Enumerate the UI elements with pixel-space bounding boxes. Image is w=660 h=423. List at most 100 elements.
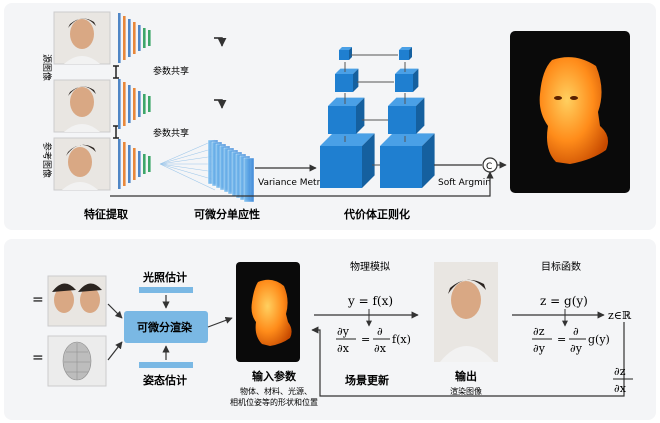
cube-front (320, 146, 362, 188)
skip-feedback-line (110, 171, 494, 197)
differentiable-render-label: 可微分渲染 (137, 320, 193, 334)
reference-image-label: 参考图像 (41, 142, 53, 178)
formula-eq-2: = (557, 333, 566, 346)
feedback-loop (311, 322, 625, 397)
feature-bar (118, 139, 121, 189)
formula-dx: ∂x (337, 342, 350, 355)
cube-front (399, 50, 409, 60)
formula-dy-2: ∂y (533, 342, 546, 355)
formula-dz-2: ∂z (614, 365, 626, 378)
formula-partial: ∂ (377, 325, 383, 338)
variance-metric-label: Variance Metric (258, 178, 328, 188)
cube-side (362, 133, 375, 188)
feature-bar (123, 16, 126, 60)
feature-bar (148, 156, 151, 172)
input-params-label: 输入参数 (252, 369, 297, 383)
stage-label-feature: 特征提取 (84, 207, 128, 221)
cube-front (380, 146, 422, 188)
share-label-1: 参数共享 (153, 65, 189, 77)
formula-partial-2: ∂ (573, 325, 579, 338)
cost-volume-slices (207, 139, 255, 203)
unet-skip-lines (344, 54, 406, 166)
cube-front (328, 106, 356, 134)
feature-bar (128, 19, 131, 57)
differentiable-render-box (124, 311, 208, 343)
cube-front (335, 74, 353, 92)
face-image-1 (53, 11, 111, 65)
feature-bar (133, 22, 136, 54)
face-image-3 (53, 137, 111, 191)
feature-bar (138, 91, 141, 117)
share-label-2: 参数共享 (153, 127, 189, 139)
formula-dx-3: ∂x (614, 382, 627, 395)
stage-label-homography: 可微分单应性 (194, 207, 260, 221)
cost-volume-regularization (320, 47, 435, 188)
concat-symbol: C (486, 162, 492, 172)
pose-bar (139, 362, 193, 368)
cube-side (416, 97, 425, 134)
cube-top (388, 97, 425, 106)
lighting-estimation-label: 光照估计 (142, 270, 187, 284)
equal-sign-2: = (32, 350, 44, 366)
feature-bar (123, 142, 126, 186)
homography-fan (159, 139, 216, 191)
input-params-head (236, 262, 300, 362)
formula-y-eq: y = f(x) (347, 294, 393, 308)
cube-side (422, 133, 435, 188)
cube-side (349, 47, 352, 60)
arrow-mesh-to-render (107, 341, 123, 361)
formula-dz: ∂z (533, 325, 545, 338)
feature-bar (133, 88, 136, 120)
formula-fx: f(x) (392, 333, 411, 346)
lighting-bar (139, 287, 193, 293)
connector-1 (113, 65, 119, 79)
cube-top (328, 97, 365, 106)
feature-bar (138, 25, 141, 51)
output-label: 输出 (455, 369, 477, 383)
formula-dx-2: ∂x (374, 342, 387, 355)
physics-label: 物理模拟 (350, 260, 390, 273)
input-params-desc-2: 相机位姿等的形状和位置 (230, 397, 318, 407)
formula-z-eq: z = g(y) (540, 294, 588, 308)
feature-bars (118, 13, 151, 189)
equal-sign-1: = (32, 292, 44, 308)
source-image-label: 源图像 (41, 54, 53, 81)
feature-bar (143, 28, 146, 48)
cube-top (399, 47, 412, 50)
cube-front (339, 50, 349, 60)
arrow-face-to-render (107, 303, 123, 319)
cube-top (335, 68, 359, 74)
mesh-face-image (47, 335, 107, 387)
formula-dy: ∂y (337, 325, 350, 338)
feature-bar (128, 145, 131, 183)
formula-dy-3: ∂y (570, 342, 583, 355)
hook-arrow-1 (214, 37, 227, 47)
feature-bar (128, 85, 131, 123)
feature-bar (118, 79, 121, 129)
stage-label-regularization: 代价体正则化 (343, 207, 410, 221)
feature-bar (118, 13, 121, 63)
feature-bar (138, 151, 141, 177)
hook-arrow-2 (214, 99, 227, 109)
scene-update-label: 场景更新 (345, 373, 389, 387)
feature-bar (148, 30, 151, 46)
output-head-top (510, 31, 630, 193)
render-to-input-arrow (207, 316, 233, 328)
cube-side (409, 47, 412, 60)
cube-front (388, 106, 416, 134)
feature-bar (143, 94, 146, 114)
objective-label: 目标函数 (541, 260, 581, 273)
cube-side (356, 97, 365, 134)
input-params-desc-1: 物体、材料、光源、 (240, 386, 312, 396)
feature-bar (133, 148, 136, 180)
face-composite-image (47, 275, 107, 327)
cost-slice (243, 157, 255, 203)
bottom-panel (4, 239, 656, 420)
output-desc: 渲染图像 (450, 386, 482, 396)
cube-top (339, 47, 352, 50)
feature-bar (143, 154, 146, 174)
cube-top (395, 68, 419, 74)
pose-estimation-label: 姿态估计 (143, 373, 187, 387)
feature-bar (123, 82, 126, 126)
